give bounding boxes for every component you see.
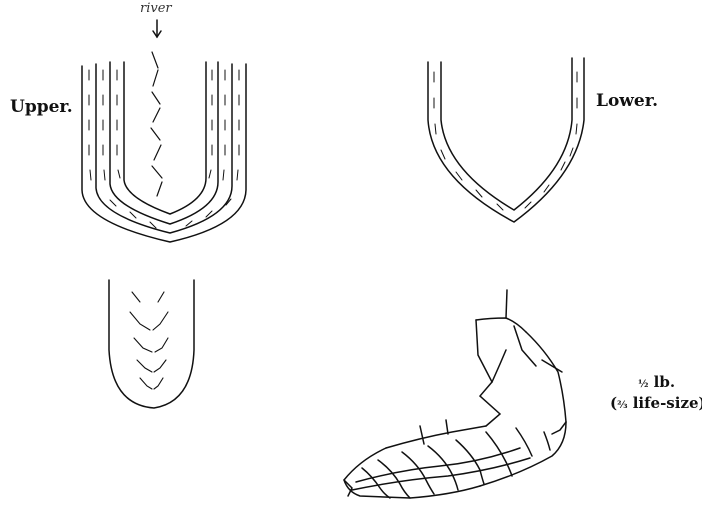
upper-diagram [82,52,246,242]
weight-label: ½ lb. [638,373,675,391]
handwritten-annotation: river [140,1,172,16]
scale-label: (⅔ life-size). [610,394,702,412]
weight-fraction: ½ [638,379,648,390]
arrow-down-icon [153,20,161,37]
scale-fraction: ⅔ [617,400,627,411]
lower-diagram [428,58,584,222]
upper-label: Upper. [10,97,73,117]
scale-text: life-size). [627,394,702,412]
scale-sketch [344,290,566,498]
small-scale-diagram [109,280,194,408]
lower-label: Lower. [596,91,658,111]
weight-unit: lb. [654,373,675,391]
